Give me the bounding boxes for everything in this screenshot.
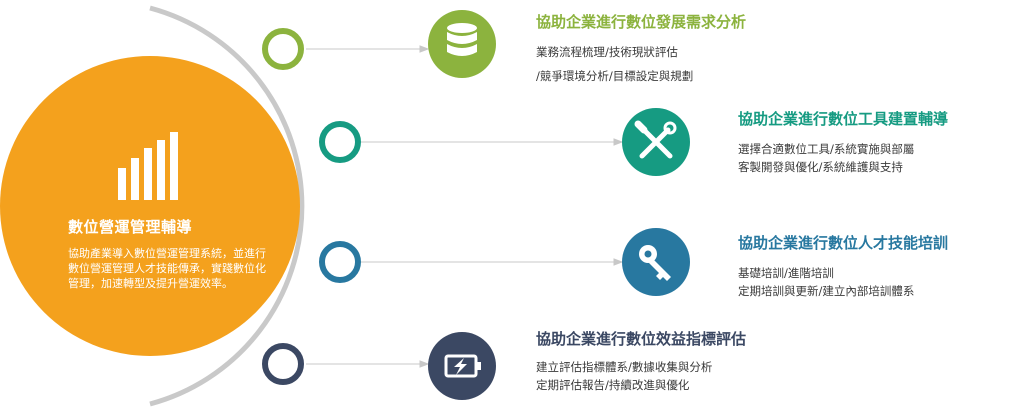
service-title-benefit-evaluation: 協助企業進行數位效益指標評估: [536, 330, 747, 348]
service-title-talent-training: 協助企業進行數位人才技能培訓: [738, 234, 949, 252]
battery-icon: [444, 354, 481, 378]
service-title-tool-deployment: 協助企業進行數位工具建置輔導: [738, 110, 949, 128]
center-title: 數位營運管理輔導: [68, 218, 193, 236]
tools-icon: [634, 120, 677, 159]
service-line: 選擇合適數位工具/系統實施與部屬: [738, 142, 915, 156]
connector-arc: [149, 5, 305, 407]
ring-node-1: [262, 28, 304, 70]
service-line: 業務流程梳理/技術現狀評估: [536, 45, 678, 59]
center-description: 協助產業導入數位營運管理系統，並進行數位營運管理人才技能傳承，實踐數位化管理，加…: [68, 247, 266, 290]
service-line: 定期培訓與更新/建立內部培訓體系: [738, 284, 915, 298]
key-icon: [639, 245, 671, 281]
service-line: 基礎培訓/進階培訓: [738, 266, 834, 280]
ring-node-4: [262, 343, 304, 385]
service-line: 定期評估報告/持續改進與優化: [536, 378, 690, 392]
ring-node-3: [319, 241, 361, 283]
service-line: /競爭環境分析/目標設定與規劃: [536, 69, 694, 83]
bar-chart-icon: [118, 132, 178, 200]
ring-node-2: [319, 121, 361, 163]
service-line: 建立評估指標體系/數據收集與分析: [536, 360, 713, 374]
service-title-needs-analysis: 協助企業進行數位發展需求分析: [536, 13, 747, 31]
database-icon: [447, 23, 477, 56]
center-disc: [0, 56, 300, 356]
service-line: 客製開發與優化/系統維護與支持: [738, 160, 903, 174]
